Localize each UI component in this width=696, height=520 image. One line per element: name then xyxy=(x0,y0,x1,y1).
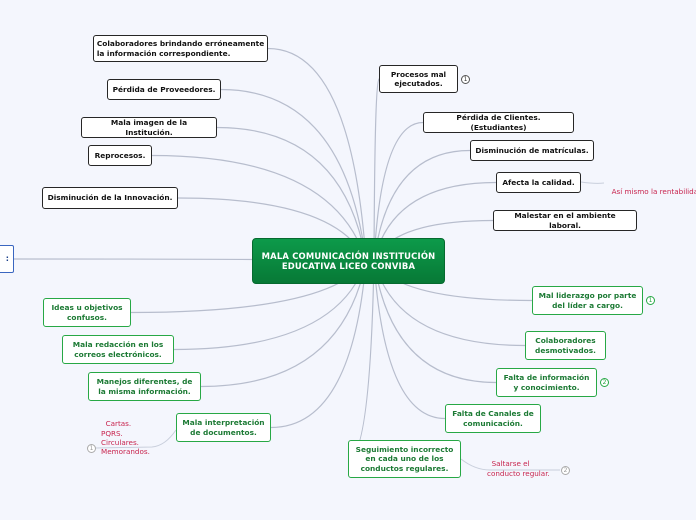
collapse-badge-procesos-mal[interactable]: 1 xyxy=(461,75,470,84)
connector-manejos-diferentes xyxy=(200,260,367,388)
note-saltarse-conducto[interactable]: Saltarse el conducto regular. xyxy=(487,450,550,478)
topic-text: Colaboradores desmotivados. xyxy=(535,336,596,355)
topic-text: Mala imagen de la Institución. xyxy=(110,118,188,137)
connector-perdida-clientes xyxy=(373,121,424,262)
topic-text: Afecta la calidad. xyxy=(502,177,575,187)
topic-text: Reprocesos. xyxy=(94,150,146,160)
topic-colaboradores-erroneamente[interactable]: Colaboradores brindando erróneamente la … xyxy=(93,35,268,62)
topic-seguimiento-incorrecto[interactable]: Seguimiento incorrecto en cada uno de lo… xyxy=(348,440,461,478)
topic-text: Manejos diferentes, de la misma informac… xyxy=(96,377,193,396)
note-text: Así mismo la rentabilidad xyxy=(611,187,696,197)
topic-text: Falta de Canales de comunicación. xyxy=(452,409,534,428)
topic-text: Procesos mal ejecutados. xyxy=(390,69,447,88)
topic-text: Falta de información y conocimiento. xyxy=(503,373,590,392)
note-text: Cartas. PQRS. Circulares. Memorandos. xyxy=(101,419,150,457)
topic-reprocesos[interactable]: Reprocesos. xyxy=(88,145,152,166)
topic-perdida-proveedores[interactable]: Pérdida de Proveedores. xyxy=(107,79,221,100)
topic-falta-canales[interactable]: Falta de Canales de comunicación. xyxy=(445,404,541,433)
topic-mal-liderazgo[interactable]: Mal liderazgo por parte del líder a carg… xyxy=(532,286,643,315)
topic-text: Mala redacción en los correos electrónic… xyxy=(72,340,164,359)
topic-cut-off-left[interactable]: : xyxy=(0,245,14,273)
topic-procesos-mal-ejecutados[interactable]: Procesos mal ejecutados. xyxy=(379,65,458,93)
topic-disminucion-matriculas[interactable]: Disminución de matrículas. xyxy=(470,140,594,161)
connector-perdida-proveedores xyxy=(220,88,367,262)
topic-text: Colaboradores brindando erróneamente la … xyxy=(96,39,265,58)
note-rentabilidad[interactable]: Así mismo la rentabilidad xyxy=(607,178,696,197)
topic-disminucion-innovacion[interactable]: Disminución de la Innovación. xyxy=(42,187,178,209)
topic-text: Disminución de la Innovación. xyxy=(47,193,173,203)
connector-note-saltarse xyxy=(460,458,560,471)
central-topic[interactable]: MALA COMUNICACIÓN INSTITUCIÓN EDUCATIVA … xyxy=(252,238,445,284)
collapse-badge-saltarse[interactable]: 2 xyxy=(561,466,570,475)
topic-manejos-diferentes[interactable]: Manejos diferentes, de la misma informac… xyxy=(88,372,201,401)
connector-reprocesos xyxy=(151,154,367,262)
topic-falta-informacion[interactable]: Falta de información y conocimiento. xyxy=(496,368,597,397)
topic-ideas-objetivos[interactable]: Ideas u objetivos confusos. xyxy=(43,298,131,327)
note-document-types[interactable]: Cartas. PQRS. Circulares. Memorandos. xyxy=(101,410,150,457)
connector-falta-canales xyxy=(373,260,446,420)
topic-text: Mal liderazgo por parte del líder a carg… xyxy=(538,291,637,310)
topic-text: Malestar en el ambiente laboral. xyxy=(514,211,616,230)
connector-disminucion-matriculas xyxy=(373,149,471,262)
collapse-badge-falta-informacion[interactable]: 2 xyxy=(600,378,609,387)
connector-mala-interpretacion xyxy=(270,260,367,429)
topic-text: Pérdida de Clientes. (Estudiantes) xyxy=(456,113,541,132)
topic-mala-interpretacion[interactable]: Mala interpretación de documentos. xyxy=(176,413,271,442)
connector-note-rentabilidad xyxy=(580,181,605,184)
topic-malestar-ambiente[interactable]: Malestar en el ambiente laboral. xyxy=(493,210,637,231)
topic-colaboradores-desmotivados[interactable]: Colaboradores desmotivados. xyxy=(525,331,606,360)
connector-note-cartas xyxy=(95,429,177,449)
connector-mala-imagen xyxy=(216,126,367,262)
topic-afecta-calidad[interactable]: Afecta la calidad. xyxy=(496,172,581,193)
collapse-badge-cartas[interactable]: 1 xyxy=(87,444,96,453)
central-topic-text: MALA COMUNICACIÓN INSTITUCIÓN EDUCATIVA … xyxy=(261,250,436,272)
topic-mala-redaccion[interactable]: Mala redacción en los correos electrónic… xyxy=(62,335,174,364)
collapse-badge-mal-liderazgo[interactable]: 1 xyxy=(646,296,655,305)
topic-perdida-clientes[interactable]: Pérdida de Clientes. (Estudiantes) xyxy=(423,112,574,133)
topic-text: Disminución de matrículas. xyxy=(475,145,589,155)
note-text: Saltarse el conducto regular. xyxy=(487,459,550,478)
connector-seguimiento-incorrecto xyxy=(347,260,375,460)
connector-colaboradores-erroneo xyxy=(267,47,367,262)
connector-procesos-mal xyxy=(373,78,380,262)
topic-text: Seguimiento incorrecto en cada uno de lo… xyxy=(355,445,454,473)
topic-text: Pérdida de Proveedores. xyxy=(112,84,216,94)
topic-text: : xyxy=(5,254,9,263)
topic-text: Mala interpretación de documentos. xyxy=(182,418,265,437)
connector-falta-informacion xyxy=(373,260,497,384)
topic-mala-imagen[interactable]: Mala imagen de la Institución. xyxy=(81,117,217,138)
topic-text: Ideas u objetivos confusos. xyxy=(51,303,123,322)
